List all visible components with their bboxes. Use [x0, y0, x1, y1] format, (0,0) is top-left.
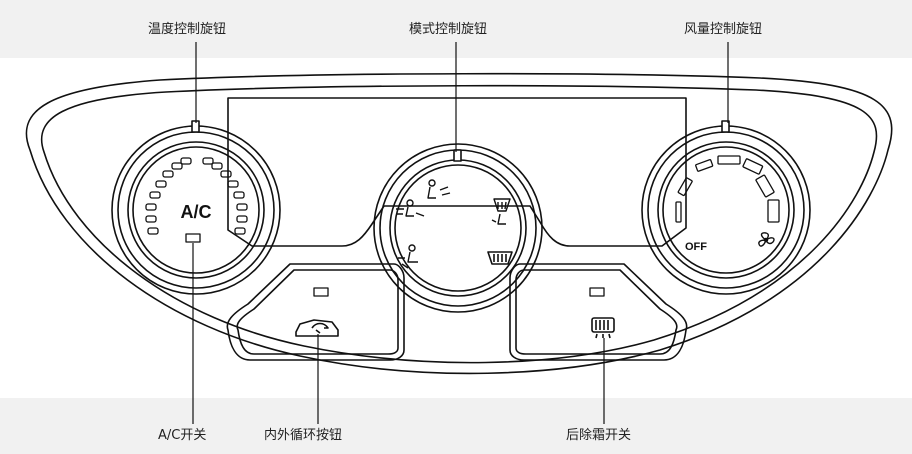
mode-defrost-icon: [487, 251, 513, 265]
temperature-scale-right: [202, 157, 248, 235]
label-rear-defrost-switch: 后除霜开关: [566, 428, 632, 443]
center-recess: [227, 97, 687, 247]
fan-speed-knob[interactable]: OFF: [641, 120, 811, 295]
recirculation-indicator-led: [313, 287, 329, 297]
label-recirculation-button: 内外循环按钮: [264, 428, 343, 443]
label-temperature-knob: 温度控制旋钮: [148, 22, 227, 37]
ac-button-text[interactable]: A/C: [181, 202, 212, 222]
panel-inner-shell: [40, 84, 878, 364]
fan-off-text: OFF: [685, 241, 707, 253]
panel-outer-shell: [25, 72, 893, 375]
recirculation-car-icon: [295, 319, 339, 337]
label-ac-switch: A/C开关: [158, 428, 207, 443]
label-mode-knob: 模式控制旋钮: [409, 22, 488, 37]
mode-floor-icon: [398, 244, 418, 269]
mode-knob[interactable]: [373, 143, 543, 313]
fan-speed-scale: [675, 155, 780, 223]
mode-face-icon: [427, 179, 451, 199]
temperature-knob[interactable]: A/C: [111, 120, 281, 295]
fan-icon: [758, 232, 775, 247]
leader-lines: [192, 42, 729, 424]
mode-bilevel-icon: [396, 199, 425, 217]
rear-defrost-button[interactable]: [509, 263, 688, 361]
ac-indicator-led: [185, 233, 201, 243]
label-fan-knob: 风量控制旋钮: [684, 22, 763, 37]
recirculation-button[interactable]: [226, 263, 405, 361]
rear-defrost-icon: [591, 317, 615, 339]
bottom-label-band: [0, 398, 912, 454]
rear-defrost-indicator-led: [589, 287, 605, 297]
temperature-scale-left: [145, 157, 192, 235]
mode-floor-defrost-icon: [491, 198, 511, 225]
